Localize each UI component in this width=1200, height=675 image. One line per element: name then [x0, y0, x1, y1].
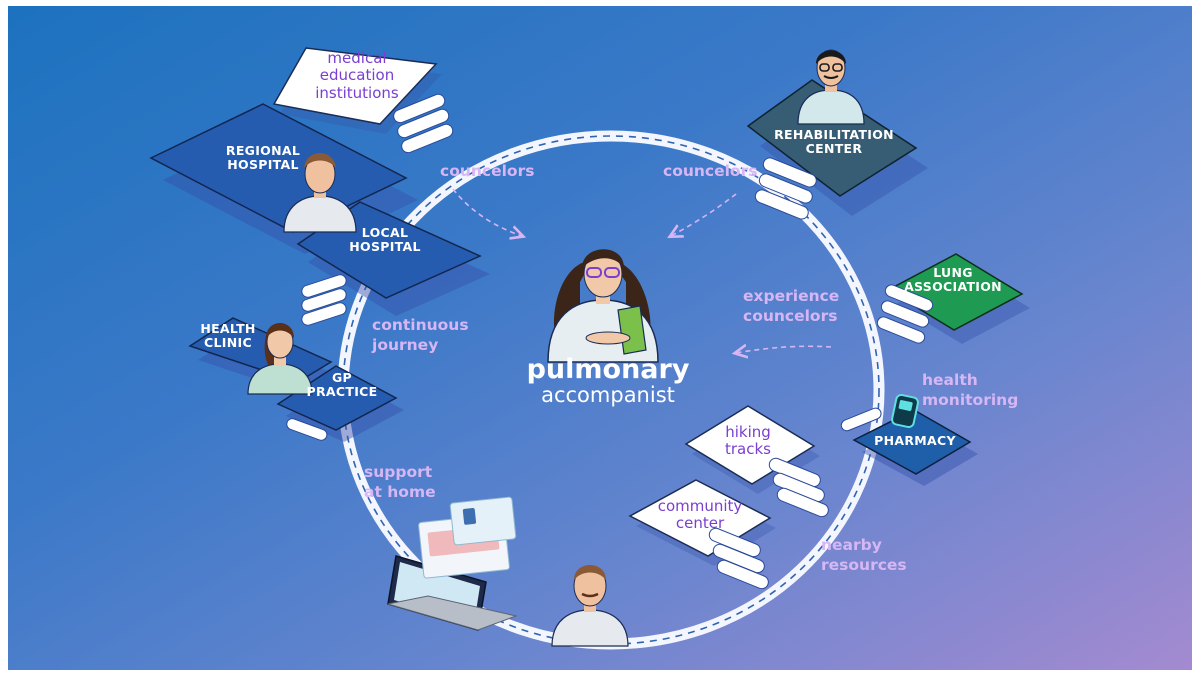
avatar-health-clinic [247, 323, 313, 395]
stairs-hiking-tracks [768, 457, 829, 518]
flow-health-monitoring: health monitoring [922, 371, 1019, 410]
laptop-icon [387, 555, 518, 631]
label-medical-education: medical education institutions [315, 49, 399, 102]
stair-gp-practice [286, 418, 328, 441]
tile-rehabilitation-center [746, 79, 928, 216]
label-regional-hospital: REGIONAL HOSPITAL [225, 143, 301, 173]
avatar-regional-hospital [283, 153, 357, 233]
label-community-center: community center [657, 497, 743, 533]
arrow-councelors-left [452, 188, 522, 236]
diagram-graphics [149, 47, 1030, 650]
title-pulmonary: pulmonary [526, 354, 690, 385]
flow-support-at-home: support at home [364, 463, 436, 502]
label-gp-practice: GP PRACTICE [306, 370, 378, 400]
pulse-oximeter-icon [891, 393, 919, 429]
stairs-local-hospital [301, 274, 347, 326]
care-network-diagram: medical education institutions REGIONAL … [8, 6, 1192, 670]
flow-councelors-right: councelors [663, 162, 758, 180]
tile-pharmacy [852, 409, 978, 486]
title-accompanist: accompanist [541, 383, 675, 407]
label-health-clinic: HEALTH CLINIC [200, 321, 256, 351]
stairs-medical-education [393, 93, 454, 154]
stairs-community-center [708, 527, 769, 590]
arrow-councelors-right [671, 193, 737, 236]
flow-councelors-left: councelors [440, 162, 535, 180]
label-rehabilitation-center: REHABILITATION CENTER [774, 127, 894, 157]
stairs-rehabilitation-center [754, 157, 817, 220]
arrow-experience-councelors [736, 346, 832, 353]
avatar-home-man [551, 565, 629, 647]
accompanist-figure [547, 249, 659, 363]
flow-continuous-journey: continuous journey [372, 316, 469, 355]
tile-lung-association [886, 253, 1030, 344]
stair-pharmacy [840, 407, 882, 432]
label-local-hospital: LOCAL HOSPITAL [349, 225, 421, 255]
flow-nearby-resources: nearby resources [821, 536, 907, 575]
label-lung-association: LUNG ASSOCIATION [904, 265, 1002, 295]
flow-experience-councelors: experience councelors [743, 287, 840, 326]
stairs-lung-association [876, 284, 934, 344]
app-screen-icon [418, 496, 517, 579]
label-pharmacy: PHARMACY [874, 433, 956, 448]
label-hiking-tracks: hiking tracks [725, 423, 771, 459]
avatar-rehabilitation-center [797, 49, 865, 125]
